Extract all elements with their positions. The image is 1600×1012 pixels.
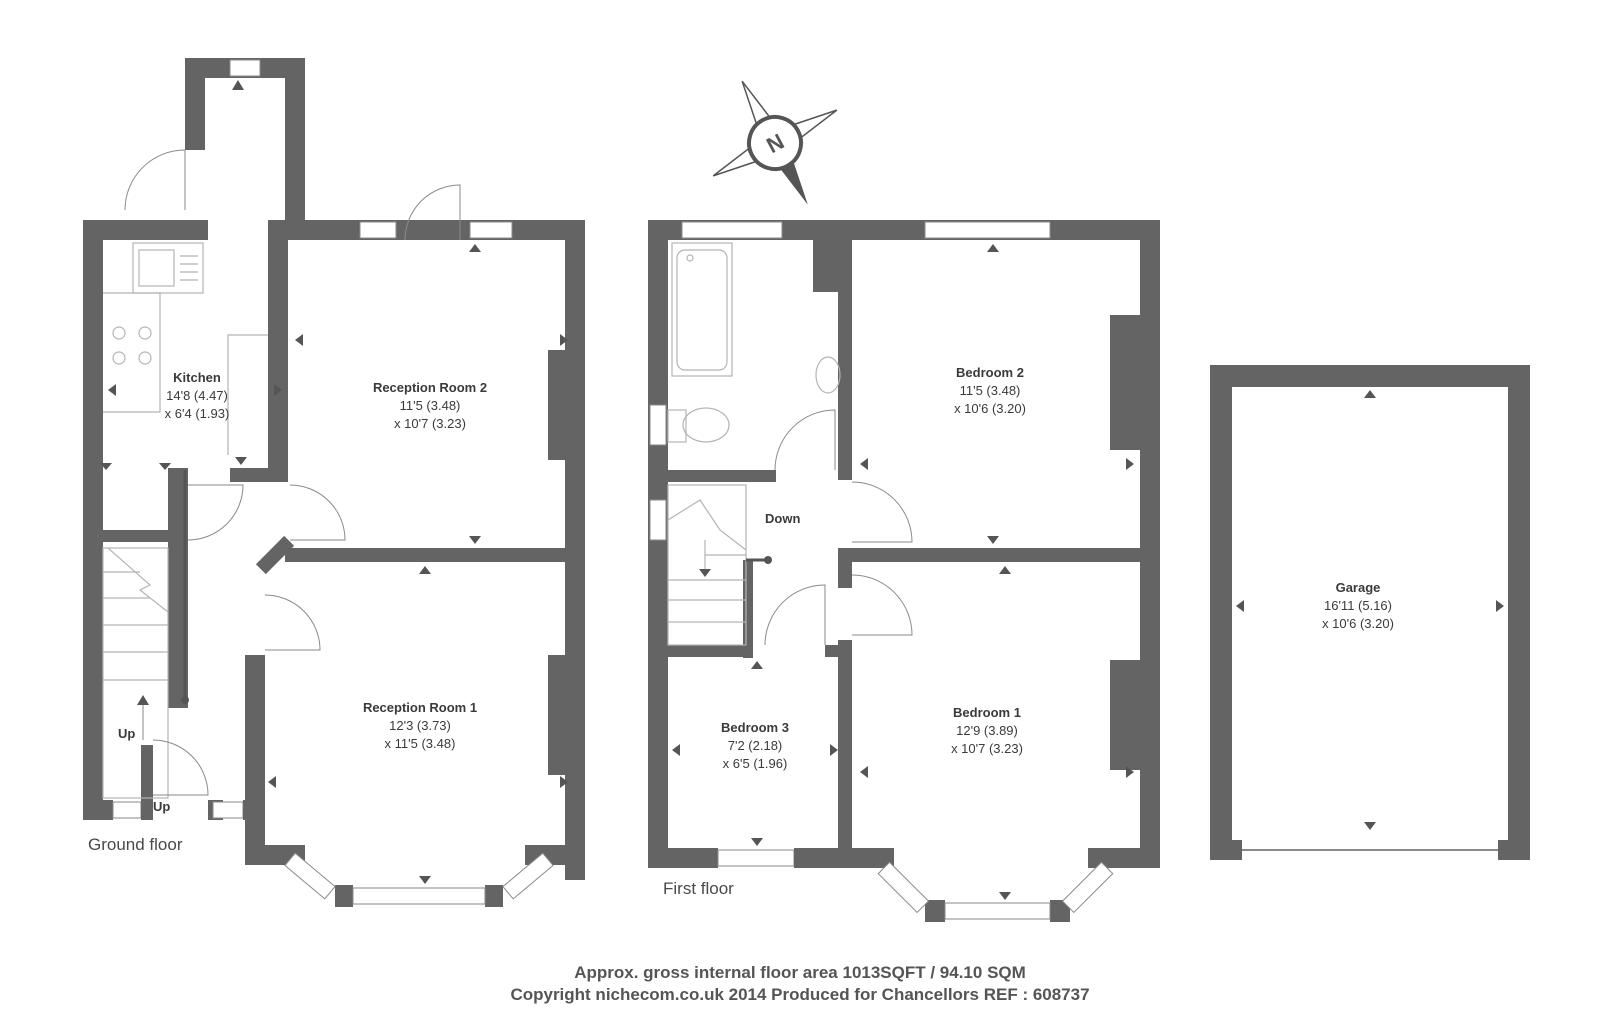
ground-floor-plan bbox=[83, 58, 585, 907]
svg-text:x 10'7 (3.23): x 10'7 (3.23) bbox=[394, 416, 466, 431]
svg-text:14'8 (4.47): 14'8 (4.47) bbox=[166, 388, 228, 403]
svg-text:Reception Room 2: Reception Room 2 bbox=[373, 380, 487, 395]
svg-text:Bedroom 3: Bedroom 3 bbox=[721, 720, 789, 735]
bedroom-1-label: Bedroom 1 12'9 (3.89) x 10'7 (3.23) bbox=[951, 705, 1023, 756]
svg-text:7'2 (2.18): 7'2 (2.18) bbox=[728, 738, 783, 753]
bedroom-2-label: Bedroom 2 11'5 (3.48) x 10'6 (3.20) bbox=[954, 365, 1026, 416]
svg-text:Reception Room 1: Reception Room 1 bbox=[363, 700, 477, 715]
svg-text:x 6'5 (1.96): x 6'5 (1.96) bbox=[723, 756, 788, 771]
svg-text:x 6'4 (1.93): x 6'4 (1.93) bbox=[165, 406, 230, 421]
svg-text:x 10'6 (3.20): x 10'6 (3.20) bbox=[1322, 616, 1394, 631]
svg-text:11'5 (3.48): 11'5 (3.48) bbox=[960, 383, 1021, 398]
svg-text:Kitchen: Kitchen bbox=[173, 370, 221, 385]
floor-area-note: Approx. gross internal floor area 1013SQ… bbox=[574, 963, 1026, 982]
svg-text:x 10'7 (3.23): x 10'7 (3.23) bbox=[951, 741, 1023, 756]
reception-room-1-label: Reception Room 1 12'3 (3.73) x 11'5 (3.4… bbox=[363, 700, 477, 751]
svg-text:11'5 (3.48): 11'5 (3.48) bbox=[400, 398, 461, 413]
garage-plan bbox=[1210, 365, 1530, 860]
svg-text:16'11 (5.16): 16'11 (5.16) bbox=[1324, 598, 1392, 613]
reception-room-2-label: Reception Room 2 11'5 (3.48) x 10'7 (3.2… bbox=[373, 380, 487, 431]
svg-text:12'3 (3.73): 12'3 (3.73) bbox=[389, 718, 451, 733]
svg-text:x 11'5 (3.48): x 11'5 (3.48) bbox=[385, 736, 456, 751]
copyright-note: Copyright nichecom.co.uk 2014 Produced f… bbox=[510, 985, 1089, 1004]
stairs-up-label: Up bbox=[118, 726, 135, 741]
svg-text:12'9 (3.89): 12'9 (3.89) bbox=[956, 723, 1018, 738]
entrance-up-label: Up bbox=[153, 799, 170, 814]
svg-text:Bedroom 1: Bedroom 1 bbox=[953, 705, 1021, 720]
kitchen-label: Kitchen 14'8 (4.47) x 6'4 (1.93) bbox=[165, 370, 230, 421]
ground-floor-title: Ground floor bbox=[88, 835, 183, 854]
bedroom-3-label: Bedroom 3 7'2 (2.18) x 6'5 (1.96) bbox=[721, 720, 789, 771]
compass-rose-icon bbox=[712, 80, 838, 205]
svg-text:Garage: Garage bbox=[1336, 580, 1381, 595]
first-floor-title: First floor bbox=[663, 879, 734, 898]
svg-text:Bedroom 2: Bedroom 2 bbox=[956, 365, 1024, 380]
stairs-down-label: Down bbox=[765, 511, 800, 526]
garage-label: Garage 16'11 (5.16) x 10'6 (3.20) bbox=[1322, 580, 1394, 631]
svg-text:x 10'6 (3.20): x 10'6 (3.20) bbox=[954, 401, 1026, 416]
first-floor-plan bbox=[648, 220, 1160, 922]
